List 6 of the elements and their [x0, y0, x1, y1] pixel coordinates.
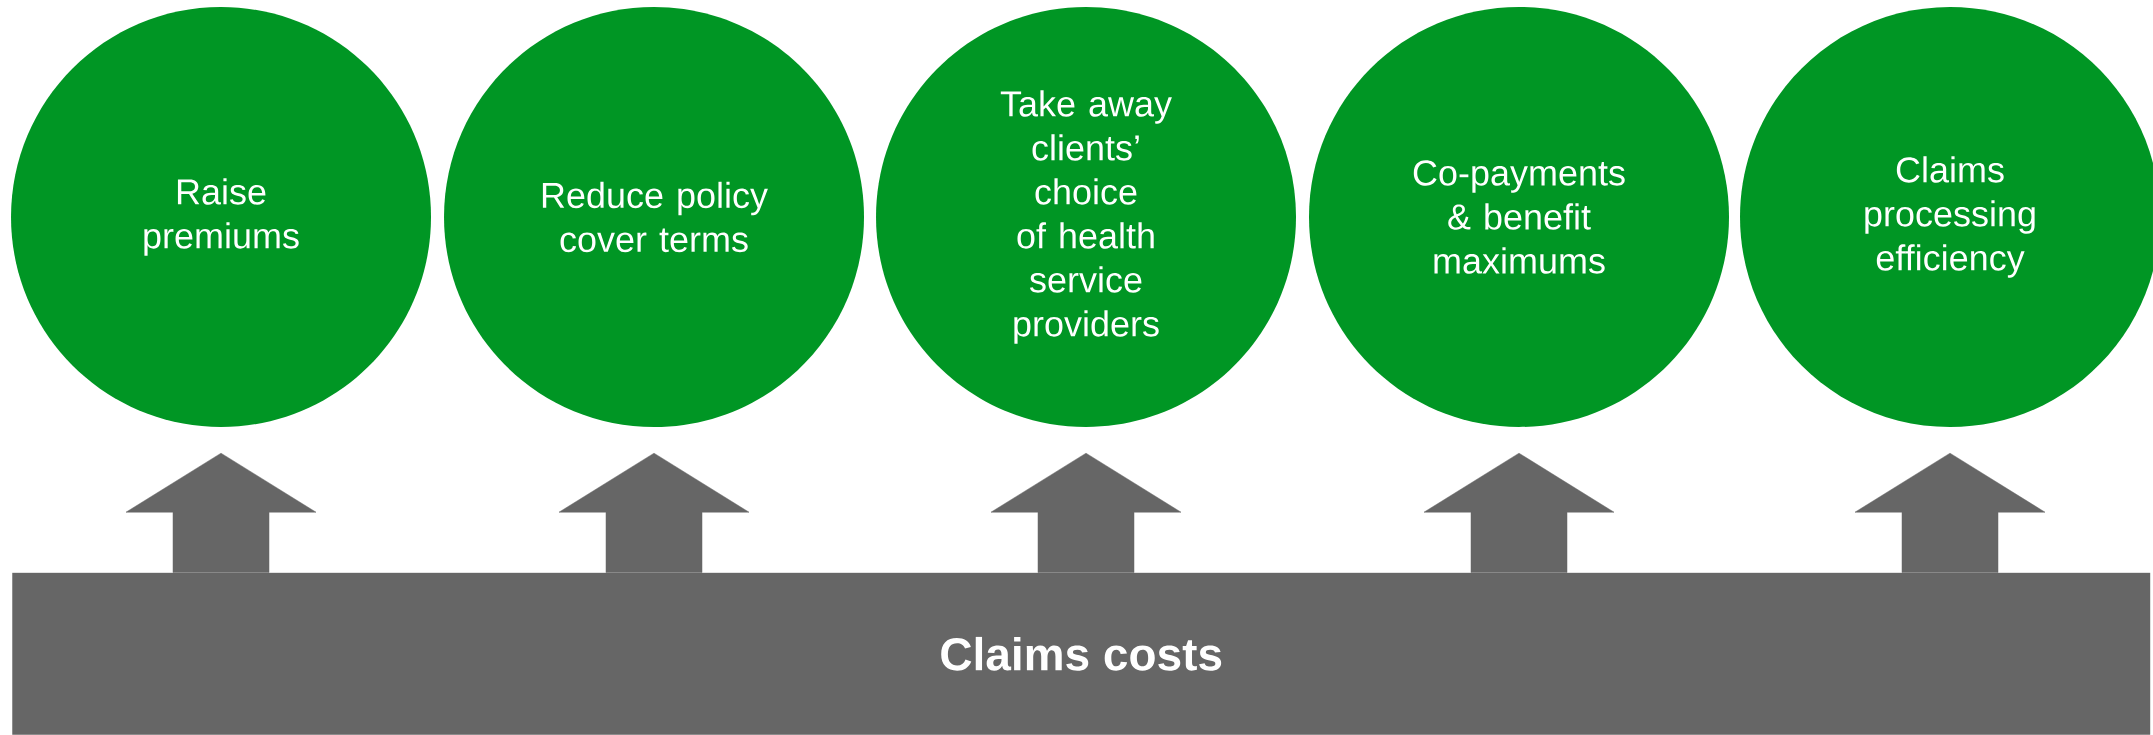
block-arrow [1423, 452, 1615, 573]
block-arrow [125, 452, 317, 573]
base-bar: Claims costs [12, 572, 2151, 735]
block-arrow [558, 452, 750, 573]
block-arrow [990, 452, 1182, 573]
block-arrow [1854, 452, 2046, 573]
